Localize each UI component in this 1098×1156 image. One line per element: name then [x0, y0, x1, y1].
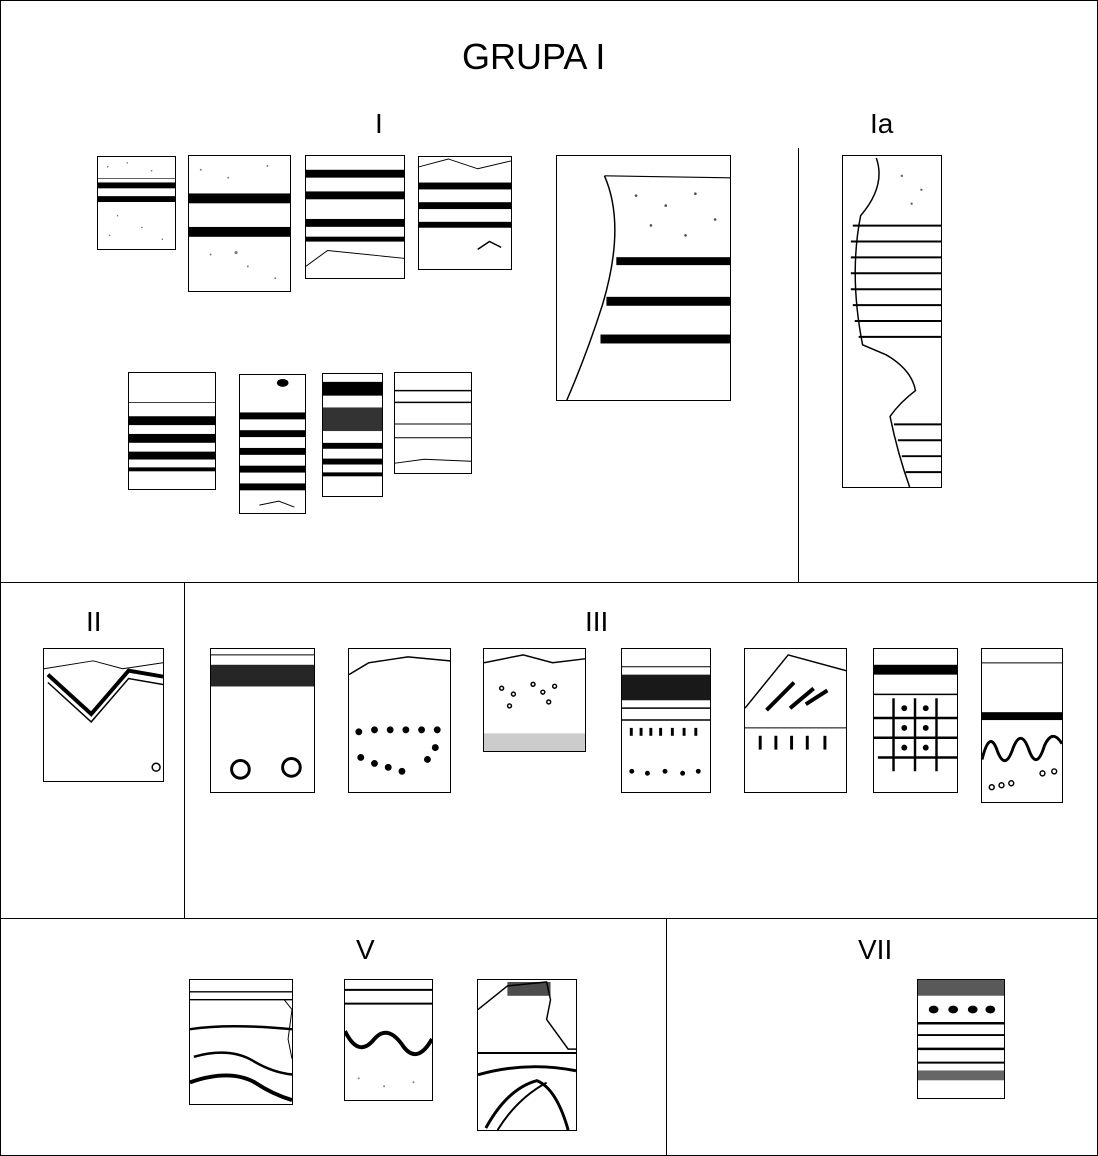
sherd-drawing	[556, 155, 731, 401]
sherd-drawing	[418, 156, 512, 270]
divider-row-2	[0, 918, 1098, 919]
divider-group-i-ia	[798, 148, 799, 582]
sherd-drawing	[43, 648, 164, 782]
sherd-drawing	[239, 374, 306, 514]
sherd-drawing	[210, 648, 315, 793]
sherd-drawing	[477, 979, 577, 1131]
sherd-drawing	[621, 648, 711, 793]
divider-row-1	[0, 582, 1098, 583]
sherd-drawing	[744, 648, 847, 793]
plate-title: GRUPA I	[462, 36, 606, 77]
group-label-ia: Ia	[870, 108, 894, 139]
sherd-drawing	[189, 979, 293, 1105]
sherd-drawing	[873, 648, 958, 793]
sherd-drawing	[344, 979, 433, 1101]
sherd-drawing	[348, 648, 451, 793]
sherd-drawing	[97, 156, 176, 250]
sherd-drawing	[322, 373, 383, 497]
divider-group-v-vii	[666, 918, 667, 1156]
sherd-drawing	[842, 155, 942, 488]
group-label-ii: II	[86, 606, 102, 637]
group-label-i: I	[375, 108, 383, 139]
sherd-drawing	[305, 155, 405, 279]
group-label-iii: III	[585, 606, 609, 637]
sherd-drawing	[128, 372, 216, 490]
sherd-drawing	[483, 648, 586, 752]
sherd-drawing	[981, 648, 1063, 803]
group-label-vii: VII	[858, 934, 893, 965]
group-label-v: V	[356, 934, 375, 965]
sherd-drawing	[394, 372, 472, 474]
divider-group-ii-iii	[184, 582, 185, 918]
sherd-drawing	[917, 979, 1005, 1099]
sherd-drawing	[188, 155, 291, 292]
